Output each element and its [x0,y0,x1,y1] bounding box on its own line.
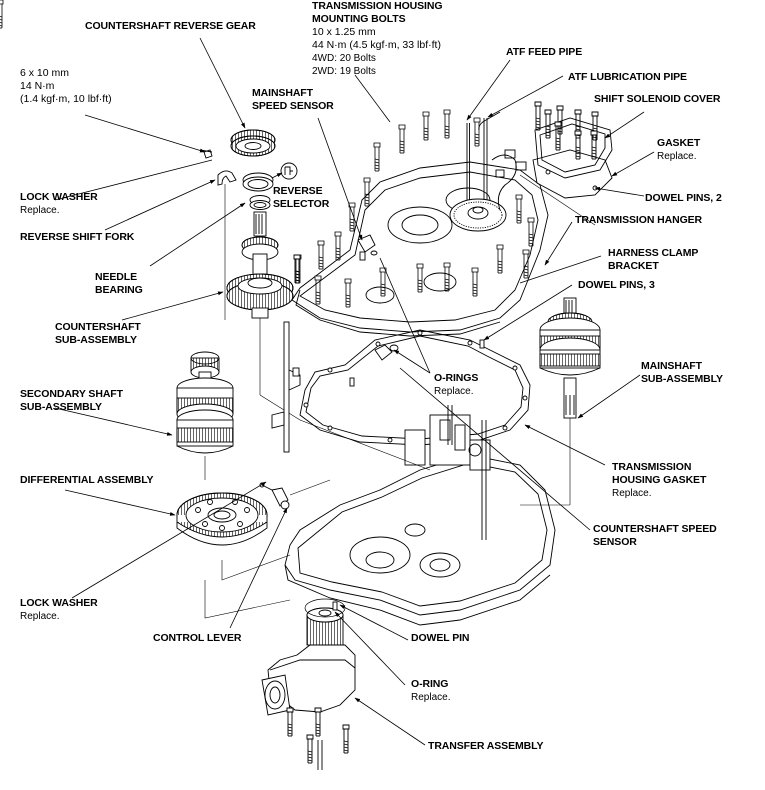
label-atf-lubrication-pipe: ATF LUBRICATION PIPE [568,71,687,83]
torque-converter-housing [284,405,556,626]
label-dowel-pin: DOWEL PIN [411,632,470,644]
label-shift-solenoid-cover: SHIFT SOLENOID COVER [594,93,721,105]
label-housing-mounting-bolts: TRANSMISSION HOUSING MOUNTING BOLTS 10 x… [312,0,443,77]
wire-harness [491,149,527,211]
label-transmission-hanger: TRANSMISSION HANGER [575,214,703,226]
label-atf-feed-pipe: ATF FEED PIPE [506,46,583,58]
countershaft-sub-assembly [226,211,431,471]
label-countershaft-reverse-gear: COUNTERSHAFT REVERSE GEAR [85,20,256,32]
bolts-left [293,254,301,284]
label-differential-assembly: DIFFERENTIAL ASSEMBLY [20,474,154,486]
control-lever [259,479,331,510]
label-transfer-assembly: TRANSFER ASSEMBLY [428,740,544,752]
differential-assembly [176,492,291,581]
transfer-assembly [261,598,356,770]
label-o-ring: O-RING Replace. [411,678,451,703]
label-transmission-housing-gasket: TRANSMISSION HOUSING GASKET Replace. [612,461,707,499]
mainshaft-speed-sensor [357,234,376,261]
label-lock-washer-bottom: LOCK WASHER Replace. [20,597,98,622]
countershaft-reverse-gear [230,129,276,157]
shift-rod [271,321,301,453]
label-needle-bearing: NEEDLE BEARING [95,271,143,296]
atf-feed-pipe [466,123,470,200]
label-mainshaft-sub-assembly: MAINSHAFT SUB-ASSEMBLY [641,360,723,385]
transmission-housing-gasket [299,329,531,446]
label-reverse-selector: REVERSE SELECTOR [273,185,330,210]
housing-mounting-bolts [0,0,535,308]
shift-solenoid-cover [534,101,613,179]
label-harness-clamp-bracket: HARNESS CLAMP BRACKET [608,247,699,272]
reverse-shift-fork [217,170,237,320]
reverse-selector [242,162,298,192]
label-gasket: GASKET Replace. [657,137,701,162]
lock-washer-top [199,149,213,159]
label-dowel-pins-2: DOWEL PINS, 2 [645,192,722,204]
leader-lines [54,37,655,746]
label-dowel-pins-3: DOWEL PINS, 3 [578,279,655,291]
label-secondary-shaft-sub-assembly: SECONDARY SHAFT SUB-ASSEMBLY [20,388,123,413]
transmission-housing [291,161,549,337]
label-countershaft-speed-sensor: COUNTERSHAFT SPEED SENSOR [593,523,717,548]
label-bolt-spec: 6 x 10 mm 14 N·m (1.4 kgf·m, 10 lbf·ft) [20,67,112,105]
label-mainshaft-speed-sensor: MAINSHAFT SPEED SENSOR [252,87,334,112]
secondary-shaft-sub-assembly [176,351,291,619]
label-control-lever: CONTROL LEVER [153,632,242,644]
label-lock-washer-top: LOCK WASHER Replace. [20,191,98,216]
needle-bearing [249,195,271,210]
mainshaft-sub-assembly [520,297,601,506]
label-countershaft-sub-assembly: COUNTERSHAFT SUB-ASSEMBLY [55,321,141,346]
atf-lubrication-pipe [478,111,501,200]
label-reverse-shift-fork: REVERSE SHIFT FORK [20,231,135,243]
label-o-rings: O-RINGS Replace. [434,372,479,397]
